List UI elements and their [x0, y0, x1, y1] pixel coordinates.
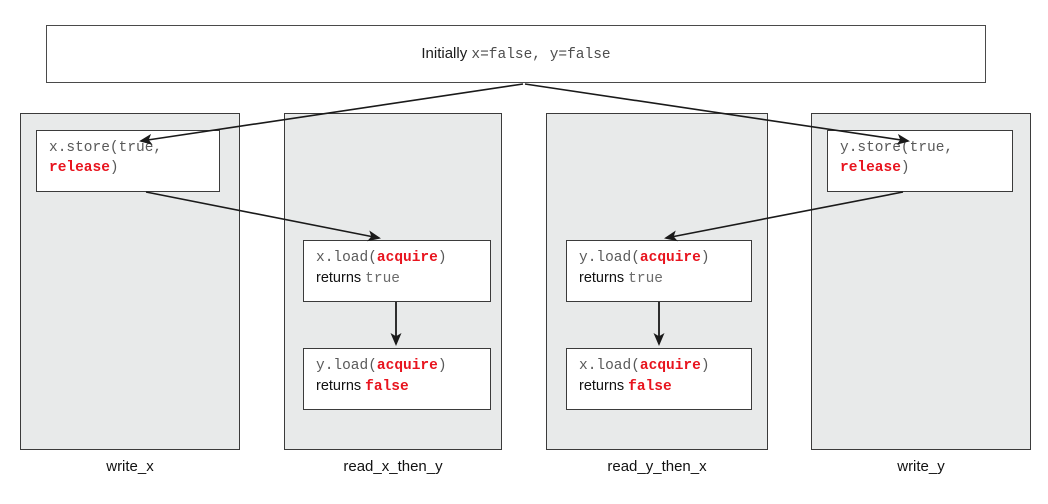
code-text: y.store(true,	[840, 140, 954, 156]
returns-label: returns	[316, 378, 366, 394]
memory-order-keyword: acquire	[376, 358, 438, 374]
op-line-y-load-false-1: y.load(acquire)	[316, 356, 490, 376]
op-line-y-load-false-2: returns false	[316, 376, 490, 397]
op-box-x-load-true: x.load(acquire) returns true	[303, 240, 491, 302]
thread-label-write-x: write_x	[106, 458, 154, 475]
code-text: y.load(	[316, 358, 377, 374]
returns-label: returns	[579, 378, 629, 394]
op-box-y-load-true: y.load(acquire) returns true	[566, 240, 752, 302]
op-line-y-store-2: release)	[840, 158, 1012, 178]
memory-order-keyword: acquire	[376, 250, 438, 266]
op-box-x-store: x.store(true, release)	[36, 130, 220, 192]
thread-label-write-y: write_y	[897, 458, 945, 475]
op-line-x-store-1: x.store(true,	[49, 138, 219, 158]
returns-label: returns	[316, 270, 366, 286]
thread-label-read-x-then-y: read_x_then_y	[343, 458, 443, 475]
code-text: x.load(	[316, 250, 377, 266]
code-text: y.load(	[579, 250, 640, 266]
op-line-x-load-false-1: x.load(acquire)	[579, 356, 751, 376]
op-line-y-load-true-1: y.load(acquire)	[579, 248, 751, 268]
code-punct: )	[437, 250, 447, 266]
code-punct: )	[900, 160, 910, 176]
initial-prefix: Initially	[421, 45, 472, 62]
code-text: x.store(true,	[49, 140, 163, 156]
op-line-y-load-true-2: returns true	[579, 268, 751, 289]
returns-label: returns	[579, 270, 629, 286]
initial-conditions-box: Initially x=false, y=false	[46, 25, 986, 83]
initial-conditions-text: Initially x=false, y=false	[421, 45, 610, 63]
op-line-x-store-2: release)	[49, 158, 219, 178]
op-box-y-load-false: y.load(acquire) returns false	[303, 348, 491, 410]
op-line-x-load-true-1: x.load(acquire)	[316, 248, 490, 268]
memory-order-keyword: release	[49, 160, 110, 176]
memory-order-keyword: release	[840, 160, 901, 176]
initial-code: x=false, y=false	[471, 47, 611, 63]
op-line-x-load-false-2: returns false	[579, 376, 751, 397]
returns-value: false	[365, 379, 409, 395]
op-box-y-store: y.store(true, release)	[827, 130, 1013, 192]
code-punct: )	[700, 358, 710, 374]
code-punct: )	[437, 358, 447, 374]
op-line-x-load-true-2: returns true	[316, 268, 490, 289]
thread-label-read-y-then-x: read_y_then_x	[607, 458, 707, 475]
code-punct: )	[109, 160, 119, 176]
op-line-y-store-1: y.store(true,	[840, 138, 1012, 158]
code-text: x.load(	[579, 358, 640, 374]
returns-value: true	[365, 271, 400, 287]
memory-order-keyword: acquire	[639, 358, 701, 374]
memory-order-keyword: acquire	[639, 250, 701, 266]
code-punct: )	[700, 250, 710, 266]
returns-value: true	[628, 271, 663, 287]
op-box-x-load-false: x.load(acquire) returns false	[566, 348, 752, 410]
returns-value: false	[628, 379, 672, 395]
